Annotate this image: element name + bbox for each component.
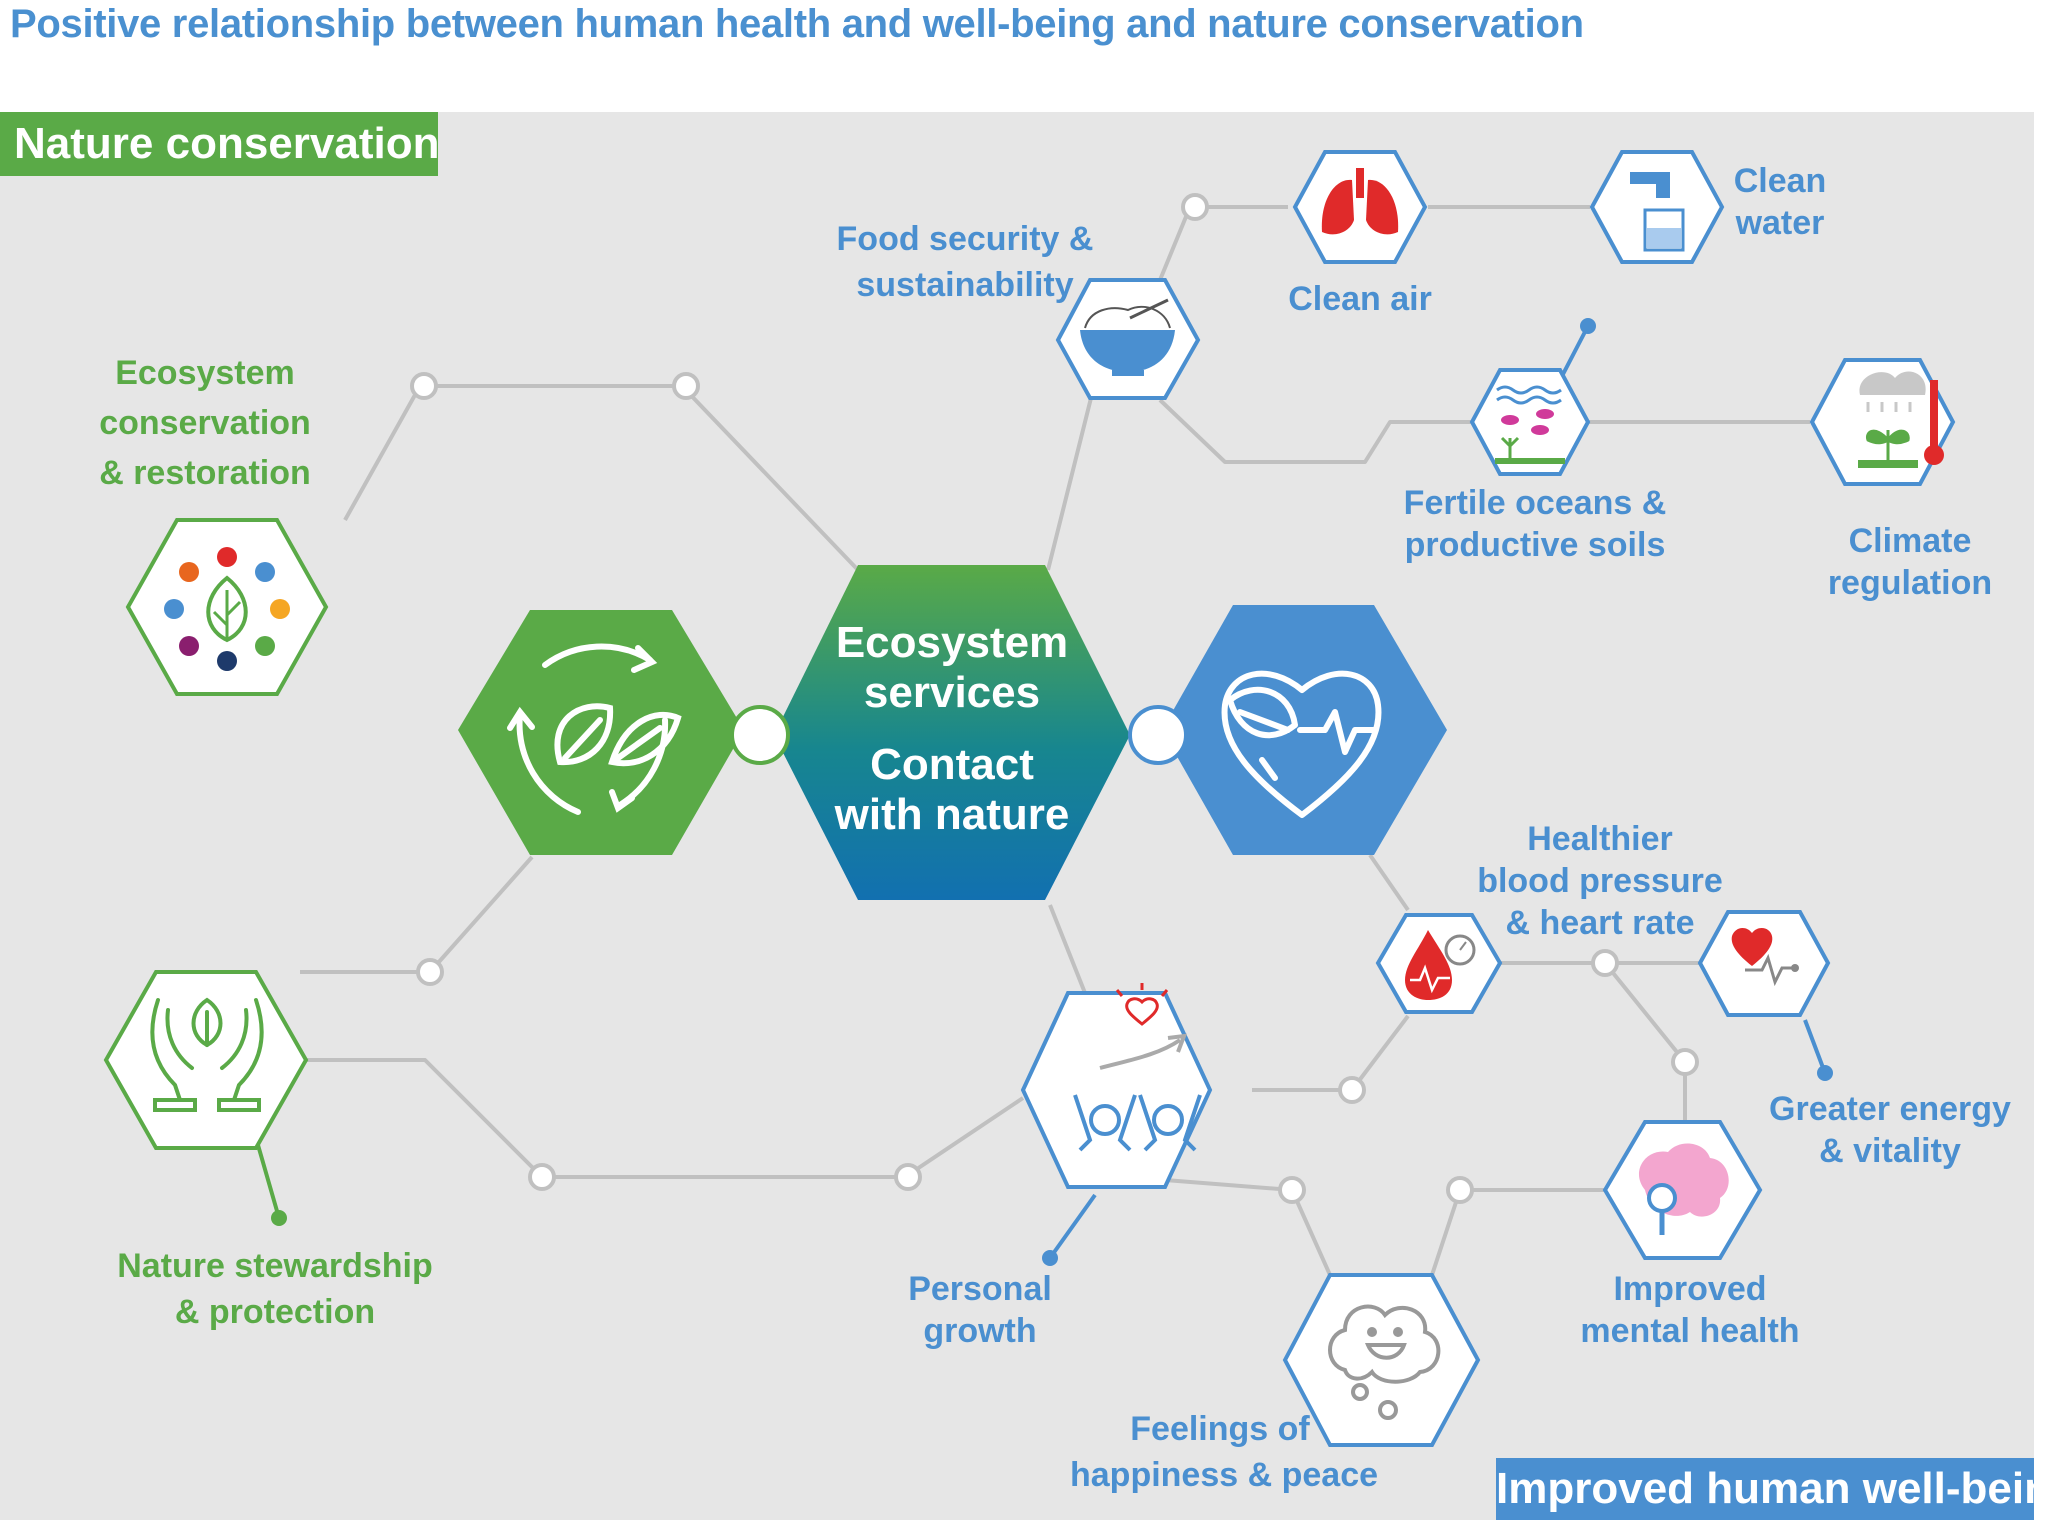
center-line-1: Ecosystem xyxy=(835,618,1069,667)
connector-center-food xyxy=(1046,381,1097,571)
label-feelings-happiness: Feelings of happiness & peace xyxy=(1070,1410,1379,1494)
connector-conservation-center xyxy=(343,384,860,572)
clean-air-hexagon xyxy=(1292,150,1428,264)
center-line-4: with nature xyxy=(834,790,1070,839)
leaf-circle-dots-icon xyxy=(164,547,290,671)
feelings-happiness-hexagon xyxy=(1282,1273,1481,1447)
tap-glass-icon xyxy=(1630,172,1685,252)
connector-nature-stewardship xyxy=(300,855,534,974)
nature-stewardship-hexagon xyxy=(103,970,309,1150)
center-label: Ecosystem services Contact with nature xyxy=(792,618,1112,840)
rain-plant-thermometer-icon xyxy=(1858,371,1944,468)
junction-nodes xyxy=(410,193,1699,1204)
improved-mental-hexagon xyxy=(1602,1120,1763,1260)
healthier-blood-hexagon xyxy=(1375,913,1503,1014)
hub-link-left xyxy=(730,705,790,765)
hands-leaf-icon xyxy=(150,997,264,1112)
center-line-2: services xyxy=(863,668,1041,717)
hub-link-right xyxy=(1128,705,1188,765)
label-nature-stewardship: Nature stewardship & protection xyxy=(117,1247,433,1331)
label-healthier-blood: Healthier blood pressure & heart rate xyxy=(1477,820,1723,942)
heart-pulse-icon xyxy=(1731,927,1799,987)
personal-growth-hexagon xyxy=(1020,983,1213,1189)
heart-leaf-pulse-icon xyxy=(1221,670,1382,818)
ocean-fish-icon xyxy=(1495,385,1565,464)
label-ecosystem-conservation: Ecosystem conservation & restoration xyxy=(99,354,311,492)
label-improved-mental: Improved mental health xyxy=(1580,1270,1800,1350)
greater-energy-hexagon xyxy=(1697,910,1831,1017)
smiling-cloud-icon xyxy=(1328,1304,1441,1420)
improved-wellbeing-banner: Improved human well-being xyxy=(1496,1458,2052,1520)
center-line-3: Contact xyxy=(870,740,1034,789)
blood-drop-gauge-icon xyxy=(1405,930,1476,1000)
people-rising-heart-icon xyxy=(1073,983,1202,1152)
nature-conservation-banner: Nature conservation xyxy=(0,112,439,176)
fertile-oceans-hexagon xyxy=(1469,368,1591,476)
tail-dots xyxy=(271,318,1833,1266)
lungs-icon xyxy=(1321,168,1399,235)
label-fertile-oceans: Fertile oceans & productive soils xyxy=(1403,484,1667,564)
connector-split-mental xyxy=(1603,961,1687,1120)
page-title: Positive relationship between human heal… xyxy=(10,2,1584,46)
label-climate-regulation: Climate regulation xyxy=(1827,522,1993,602)
label-clean-water: Clean water xyxy=(1733,162,1827,242)
connector-center-personal xyxy=(1048,904,1087,994)
leaf-cycle-icon xyxy=(507,643,682,815)
brain-magnifier-icon xyxy=(1638,1143,1729,1235)
label-greater-energy: Greater energy & vitality xyxy=(1769,1090,2011,1170)
label-food-security: Food security & sustainability xyxy=(836,220,1094,304)
label-tails xyxy=(256,325,1827,1260)
connector-food-air xyxy=(1158,205,1288,281)
ecosystem-conservation-hexagon xyxy=(125,518,329,696)
center-hexagon xyxy=(774,565,1130,900)
rice-bowl-icon xyxy=(1080,298,1175,376)
nature-hub-hexagon xyxy=(458,610,744,855)
connector-personal-blood xyxy=(1252,1014,1410,1092)
connector-health-blood xyxy=(1368,853,1410,912)
label-personal-growth: Personal growth xyxy=(908,1270,1052,1350)
connector-food-oceans xyxy=(1158,398,1472,464)
connector-stewardship-personal xyxy=(304,1058,1025,1179)
food-security-hexagon xyxy=(1055,278,1201,400)
clean-water-hexagon xyxy=(1589,150,1725,264)
label-clean-air: Clean air xyxy=(1288,280,1432,318)
climate-regulation-hexagon xyxy=(1809,358,1956,486)
